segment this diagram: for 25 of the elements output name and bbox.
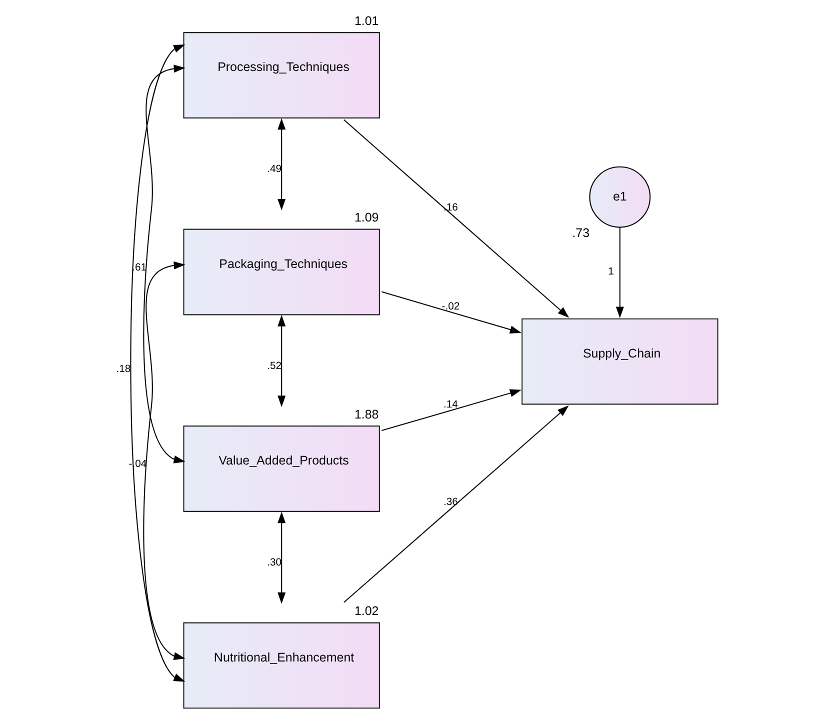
arrow [278,118,286,210]
node-label: 1.88 [354,407,379,422]
arrow [382,389,522,432]
arrow [278,314,286,408]
node-label: 1.01 [354,14,379,28]
edge-label: 1 [608,266,614,278]
edge-label: .61 [132,262,147,274]
node-circle: e1 [589,166,651,228]
arrow [616,227,624,318]
edge-label: .49 [267,164,282,176]
node-label: 1.02 [354,604,379,618]
edge-label: .52 [267,360,282,372]
node-label: .73 [572,226,590,240]
arrow [143,261,186,660]
edge-label: .14 [444,399,458,410]
arrow [382,291,522,334]
arrow [278,512,286,604]
edge-label: -.02 [442,301,460,312]
arrow [344,405,569,603]
node-label: 1.09 [354,210,379,225]
arrow [344,119,570,318]
arrow [143,64,186,464]
edge-label: .16 [444,202,458,214]
edge-label: .18 [116,364,131,375]
arrow [130,44,186,682]
